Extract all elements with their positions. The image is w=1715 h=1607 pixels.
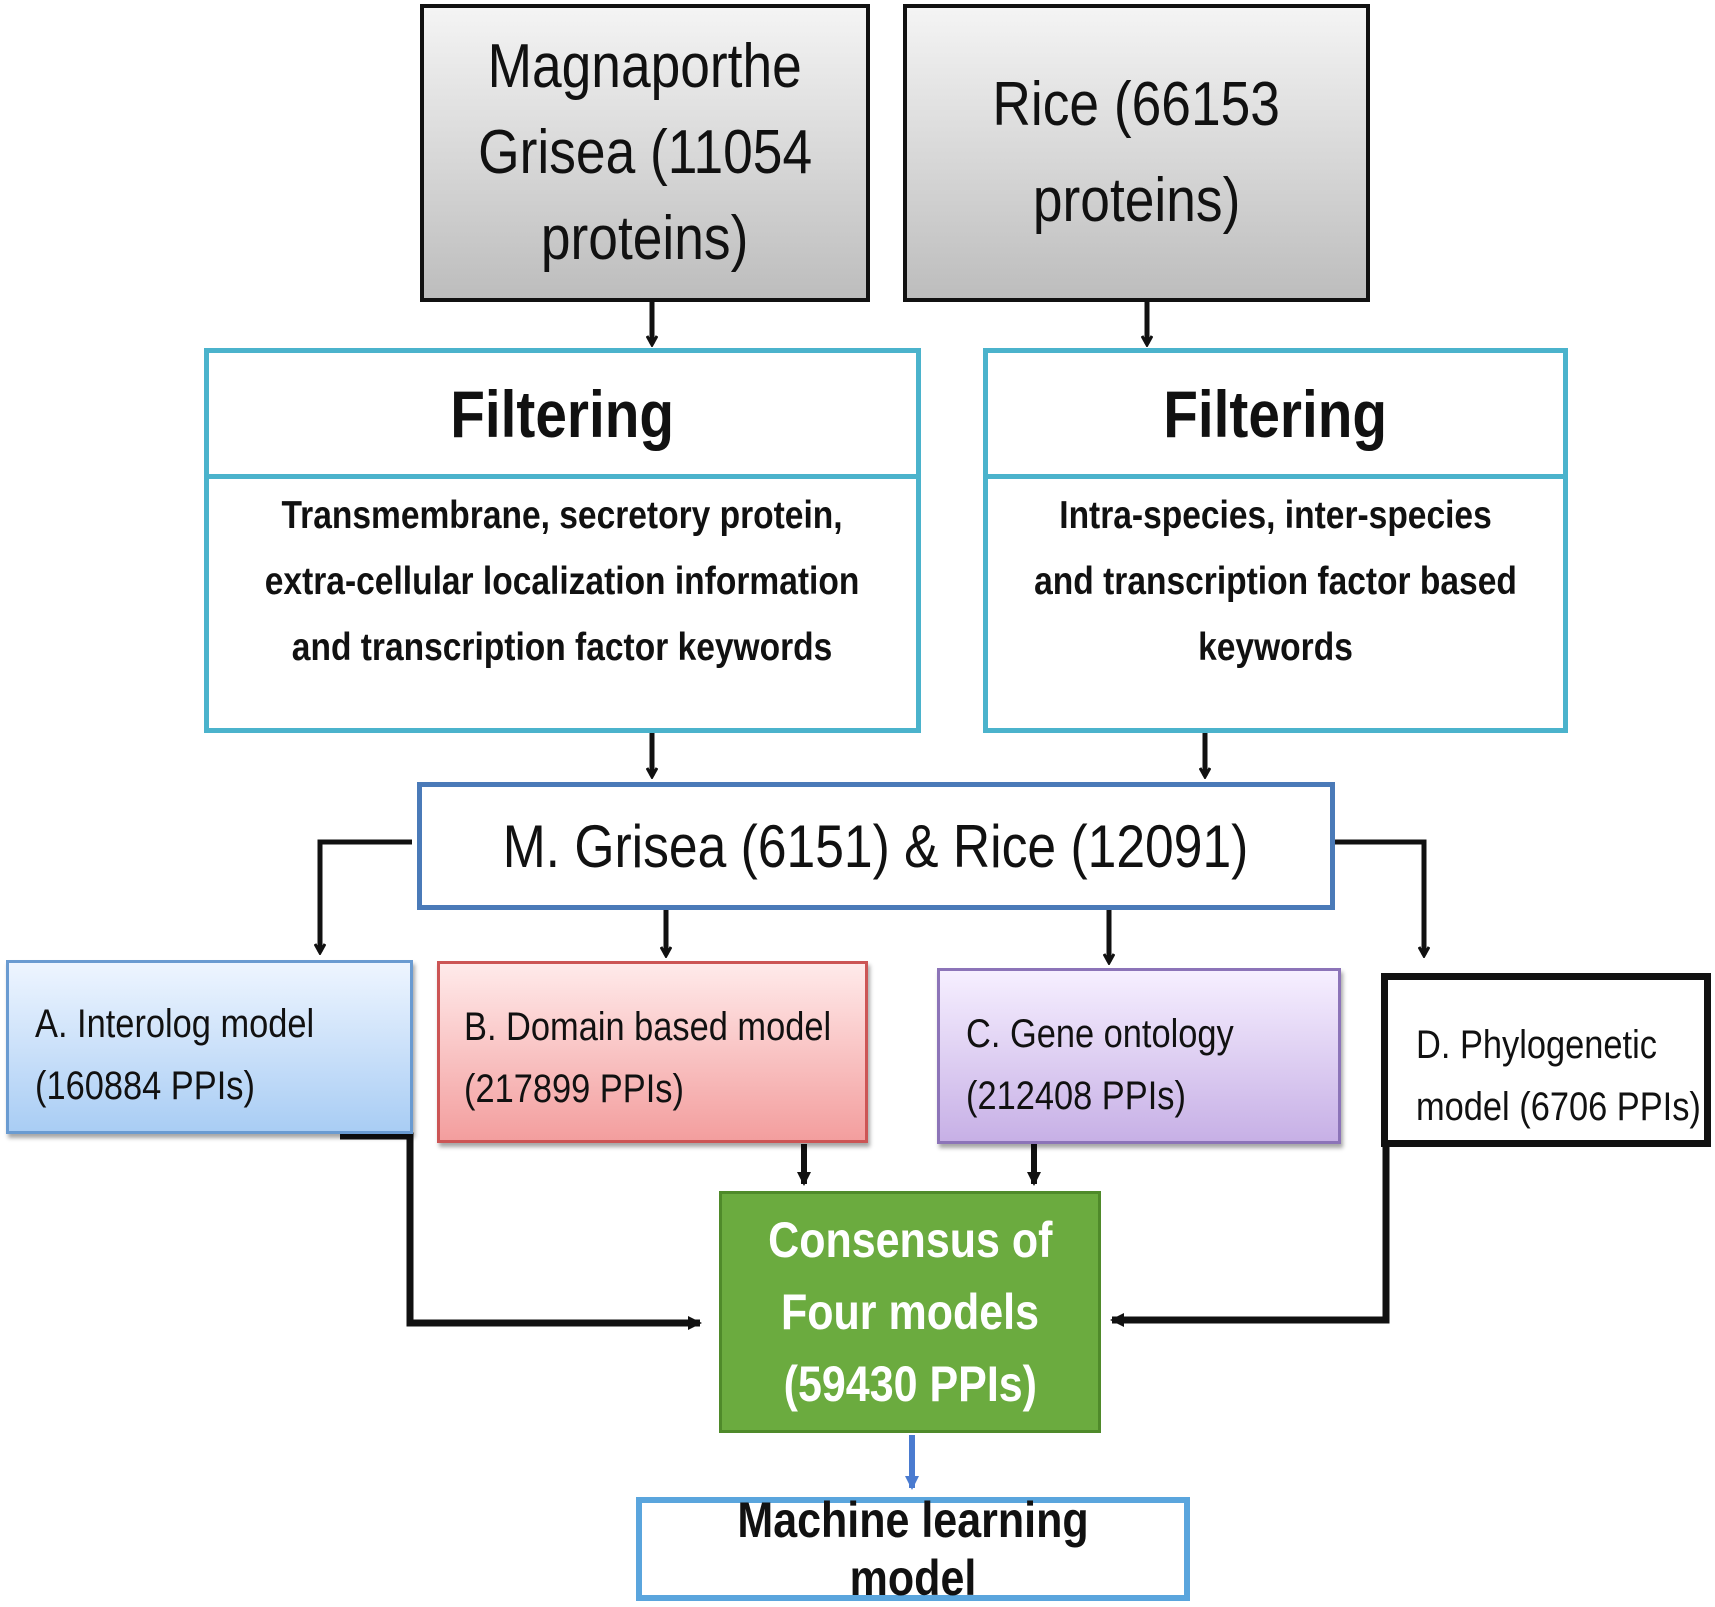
model-a-line-2: (160884 PPIs) <box>35 1064 255 1108</box>
model-c-line-2: (212408 PPIs) <box>966 1074 1186 1118</box>
rice-line-1: Rice (66153 <box>992 70 1281 139</box>
machine-learning-model-box: Machine learning model <box>636 1492 1190 1606</box>
right-filter-line-1: Intra-species, inter-species <box>1059 494 1492 537</box>
right-filter-line-2: and transcription factor based <box>1034 560 1517 603</box>
right-filter-title: Filtering <box>988 353 1563 479</box>
arrow-merge-to-model-d <box>1333 839 1424 955</box>
rice-source-box: Rice (66153 proteins) <box>903 4 1370 302</box>
rice-line-2: proteins) <box>1032 166 1241 235</box>
magnaporthe-source-box: Magnaporthe Grisea (11054 proteins) <box>420 4 870 302</box>
left-filter-line-3: and transcription factor keywords <box>292 626 833 669</box>
model-a-interolog-box: A. Interolog model (160884 PPIs) <box>6 960 413 1134</box>
merged-dataset-label: M. Grisea (6151) & Rice (12091) <box>503 812 1249 880</box>
model-c-line-1: C. Gene ontology <box>966 1012 1234 1056</box>
merged-dataset-box: M. Grisea (6151) & Rice (12091) <box>417 782 1335 910</box>
consensus-box: Consensus of Four models (59430 PPIs) <box>719 1191 1101 1433</box>
consensus-line-3: (59430 PPIs) <box>783 1356 1037 1412</box>
model-b-line-2: (217899 PPIs) <box>464 1067 684 1111</box>
arrow-model-a-to-consensus <box>340 1132 702 1330</box>
consensus-line-2: Four models <box>780 1284 1040 1340</box>
model-c-gene-ontology-box: C. Gene ontology (212408 PPIs) <box>937 968 1341 1144</box>
left-filter-line-2: extra-cellular localization information <box>265 560 860 603</box>
model-d-line-2: model (6706 PPIs) <box>1416 1085 1701 1129</box>
left-filter-description: Transmembrane, secretory protein, extra-… <box>210 479 915 681</box>
model-b-line-1: B. Domain based model <box>464 1005 832 1049</box>
left-filter-line-1: Transmembrane, secretory protein, <box>281 494 844 537</box>
arrow-model-d-to-consensus <box>1110 1142 1390 1327</box>
right-filter-description: Intra-species, inter-species and transcr… <box>989 479 1563 681</box>
left-filter-box: Filtering Transmembrane, secretory prote… <box>204 348 921 733</box>
magnaporthe-line-2: Grisea (11054 <box>478 118 812 187</box>
model-d-phylogenetic-box: D. Phylogenetic model (6706 PPIs) <box>1381 973 1711 1147</box>
left-filter-title: Filtering <box>209 353 916 479</box>
magnaporthe-line-1: Magnaporthe <box>487 32 803 101</box>
model-a-line-1: A. Interolog model <box>35 1002 315 1046</box>
model-b-domain-box: B. Domain based model (217899 PPIs) <box>437 961 868 1143</box>
machine-learning-model-label: Machine learning model <box>737 1492 1089 1606</box>
right-filter-line-3: keywords <box>1198 626 1353 669</box>
right-filter-box: Filtering Intra-species, inter-species a… <box>983 348 1568 733</box>
arrow-merge-to-model-a <box>320 839 412 952</box>
model-d-line-1: D. Phylogenetic <box>1416 1023 1657 1067</box>
consensus-line-1: Consensus of <box>767 1212 1053 1268</box>
magnaporthe-line-3: proteins) <box>541 204 749 273</box>
